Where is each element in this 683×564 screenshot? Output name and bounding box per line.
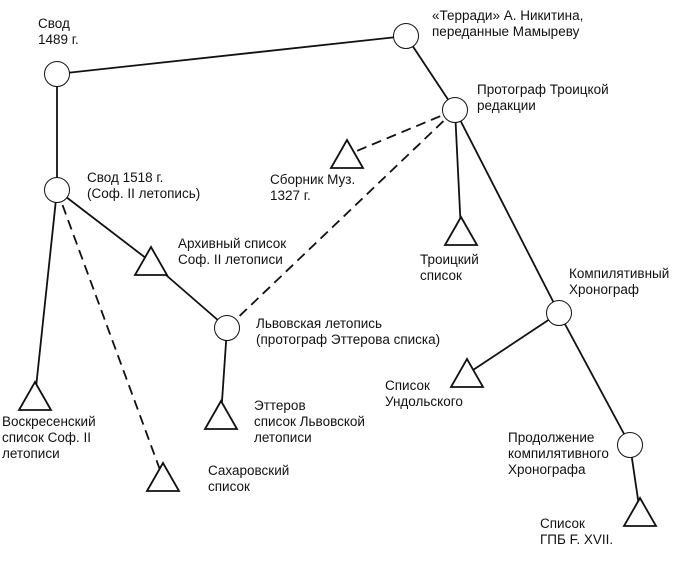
- node-label-protograph_troitsk: Протограф Троицкой редакции: [477, 82, 609, 113]
- edge-protograph_troitsk-kompil_khronograf: [454, 109, 560, 314]
- node-label-troitsky: Троицкий список: [420, 252, 479, 283]
- node-triangle-sbornik_muz: [329, 138, 365, 169]
- node-circle-svod1518: [44, 177, 70, 203]
- node-circle-terradi: [393, 23, 419, 49]
- node-label-svod1489: Свод 1489 г.: [38, 16, 79, 47]
- node-circle-prodolzhenie: [617, 432, 643, 458]
- edge-svod1518-arkhivny: [56, 189, 152, 263]
- edge-kompil_khronograf-undolsky: [466, 312, 560, 375]
- edge-svod1489-terradi: [56, 35, 407, 75]
- node-label-arkhivny: Архивный список Соф. II летописи: [178, 236, 287, 267]
- node-triangle-gpb: [622, 496, 658, 527]
- node-circle-svod1489: [44, 61, 70, 87]
- node-label-gpb: Список ГПБ F. XVII.: [540, 516, 614, 547]
- node-label-svod1518: Свод 1518 г. (Соф. II летопись): [87, 170, 201, 201]
- edge-protograph_troitsk-sbornik_muz-dashed: [346, 109, 456, 156]
- edge-kompil_khronograf-prodolzhenie: [558, 312, 631, 446]
- node-label-kompil_khronograf: Компилятивный Хронограф: [569, 266, 670, 297]
- node-triangle-troitsky: [443, 215, 479, 246]
- edge-svod1518-sakharovsky-dashed: [56, 189, 164, 479]
- node-label-sbornik_muz: Сборник Муз. 1327 г.: [270, 172, 356, 203]
- node-triangle-undolsky: [449, 357, 485, 388]
- edge-protograph_troitsk-troitsky: [454, 109, 462, 233]
- edge-svod1518-voskresensky: [34, 189, 58, 398]
- node-label-undolsky: Список Ундольского: [385, 378, 463, 409]
- node-label-prodolzhenie: Продолжение компилятивного Хронографа: [508, 430, 609, 477]
- edge-protograph_troitsk-lvovskaya-dashed: [226, 109, 456, 329]
- node-circle-lvovskaya: [214, 315, 240, 341]
- node-circle-protograph_troitsk: [442, 97, 468, 123]
- node-label-sakharovsky: Сахаровский список: [208, 463, 290, 494]
- node-label-lvovskaya: Львовская летопись (протограф Эттерова с…: [256, 316, 441, 347]
- node-triangle-etterov: [203, 399, 239, 430]
- node-triangle-voskresensky: [17, 380, 53, 411]
- node-label-etterov: Эттеров список Львовской летописи: [254, 398, 365, 445]
- node-triangle-arkhivny: [133, 245, 169, 276]
- node-label-terradi: «Терради» А. Никитина, переданные Мамыре…: [432, 8, 584, 39]
- node-circle-kompil_khronograf: [546, 300, 572, 326]
- node-label-voskresensky: Воскресенский список Соф. II летописи: [2, 414, 96, 461]
- node-triangle-sakharovsky: [145, 461, 181, 492]
- edge-terradi-protograph_troitsk: [405, 35, 456, 111]
